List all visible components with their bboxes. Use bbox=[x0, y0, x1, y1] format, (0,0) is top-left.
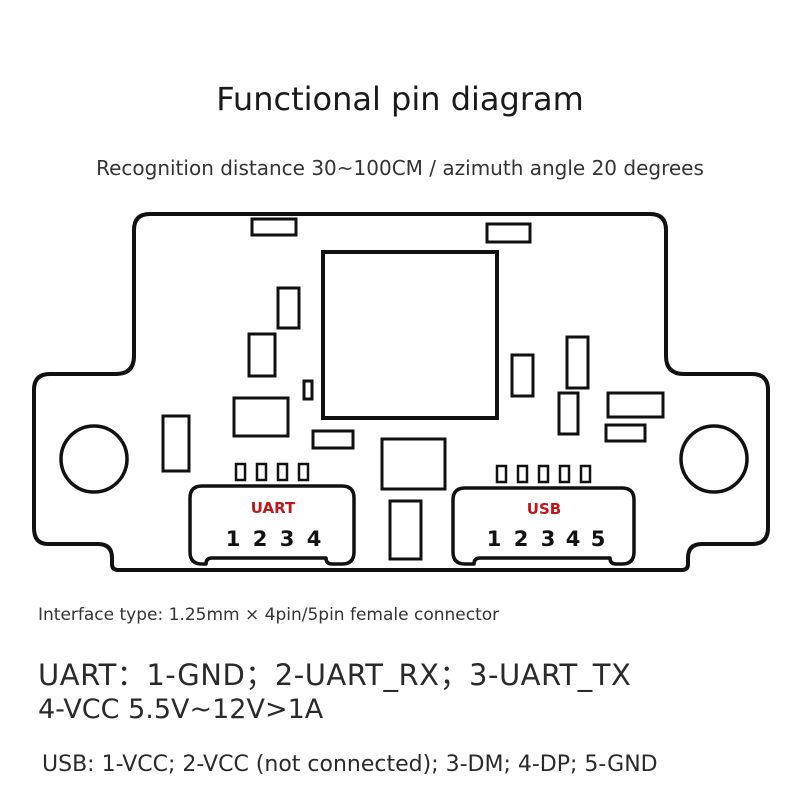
usb-pin-2: 2 bbox=[514, 527, 529, 551]
diagram-subtitle: Recognition distance 30~100CM / azimuth … bbox=[96, 156, 704, 180]
component bbox=[250, 217, 298, 237]
usb-pin-4: 4 bbox=[566, 527, 581, 551]
component bbox=[302, 379, 314, 401]
components bbox=[161, 217, 665, 561]
component bbox=[247, 332, 277, 378]
usb-pin-1: 1 bbox=[487, 527, 502, 551]
uart-label: UART bbox=[251, 499, 296, 517]
uart-pinout-line-2: 4-VCC 5.5V~12V>1A bbox=[38, 694, 324, 725]
component bbox=[510, 353, 535, 398]
pin-tab bbox=[276, 462, 289, 482]
main-chip bbox=[321, 250, 499, 420]
pin-tab bbox=[516, 464, 529, 484]
interface-type-text: Interface type: 1.25mm × 4pin/5pin femal… bbox=[38, 605, 500, 625]
usb-pin-3: 3 bbox=[541, 527, 556, 551]
uart-pin-tabs bbox=[234, 462, 310, 482]
component bbox=[604, 423, 647, 443]
component bbox=[388, 499, 423, 561]
pin-tab bbox=[579, 464, 592, 484]
usb-connector: USB 1 2 3 4 5 bbox=[451, 464, 636, 566]
component bbox=[276, 286, 301, 330]
pin-tab bbox=[255, 462, 268, 482]
usb-pinout-line: USB: 1-VCC; 2-VCC (not connected); 3-DM;… bbox=[42, 752, 658, 777]
diagram-title: Functional pin diagram bbox=[216, 80, 584, 118]
pin-tab bbox=[297, 462, 310, 482]
pin-tab bbox=[558, 464, 571, 484]
uart-pin-1: 1 bbox=[226, 527, 241, 551]
component bbox=[161, 414, 191, 473]
uart-pin-3: 3 bbox=[280, 527, 295, 551]
pin-tab bbox=[537, 464, 550, 484]
usb-pin-tabs bbox=[495, 464, 592, 484]
usb-label: USB bbox=[527, 500, 561, 518]
component bbox=[485, 222, 532, 244]
uart-connector-body bbox=[188, 484, 356, 566]
usb-pin-5: 5 bbox=[591, 527, 606, 551]
uart-connector: UART 1 2 3 4 bbox=[188, 462, 356, 566]
component bbox=[380, 437, 447, 491]
usb-connector-body bbox=[451, 486, 636, 566]
mounting-hole-right bbox=[679, 424, 749, 494]
component bbox=[565, 335, 590, 390]
board-diagram: UART 1 2 3 4 USB 1 2 3 4 5 bbox=[32, 212, 770, 572]
pin-tab bbox=[234, 462, 247, 482]
component bbox=[606, 391, 665, 419]
pin-tab bbox=[495, 464, 508, 484]
component bbox=[311, 429, 355, 450]
uart-pinout-line-1: UART：1-GND；2-UART_RX；3-UART_TX bbox=[38, 658, 632, 692]
component bbox=[557, 391, 580, 436]
mounting-hole-left bbox=[59, 424, 129, 494]
component bbox=[232, 396, 290, 438]
uart-pin-4: 4 bbox=[307, 527, 322, 551]
uart-pin-2: 2 bbox=[253, 527, 268, 551]
